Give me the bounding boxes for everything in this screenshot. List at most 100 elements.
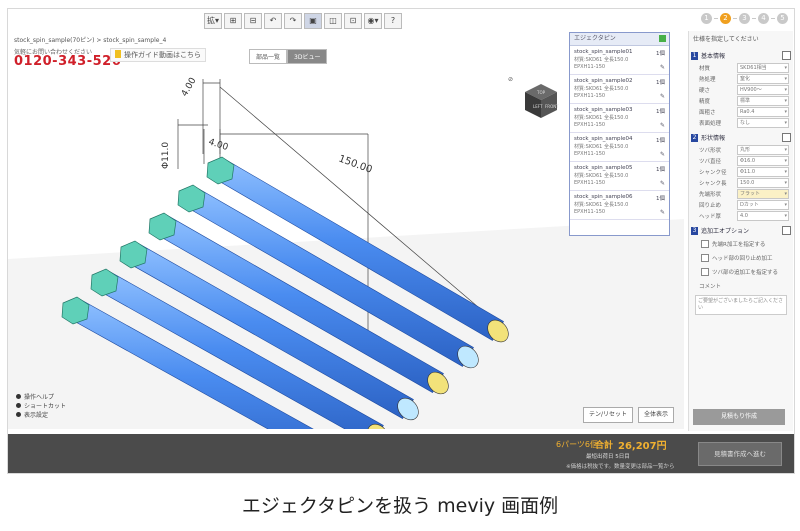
edit-icon[interactable]: ✎	[659, 151, 665, 158]
spec-select[interactable]: フラット	[737, 188, 789, 199]
spec-label: 表面処理	[699, 120, 722, 127]
pin-head[interactable]	[119, 240, 148, 269]
toolbar-button[interactable]: ◫	[324, 13, 343, 29]
step-5[interactable]: 5	[777, 13, 788, 24]
option-checkbox[interactable]: ヘッド部の回り止め加工	[689, 251, 793, 265]
legend-item-shortcut[interactable]: ショートカット	[16, 402, 66, 411]
help-icon	[16, 394, 21, 399]
spec-select[interactable]: 丸形	[737, 144, 789, 155]
pin-tip[interactable]	[363, 420, 392, 429]
check-icon[interactable]	[659, 35, 666, 42]
spec-panel-title: 仕様を指定してください	[693, 36, 759, 43]
section-label: 基本情報	[701, 53, 726, 60]
checkbox[interactable]	[701, 268, 709, 276]
option-checkbox[interactable]: ツバ部の追加工を指定する	[689, 265, 793, 279]
view-cube-icon[interactable]: LEFT FRONT TOP	[525, 84, 559, 118]
part-name: stock_spin_sample03	[574, 107, 633, 113]
spec-select[interactable]: Φ11.0	[737, 166, 789, 177]
guide-button[interactable]: 操作ガイド動画はこちら	[110, 48, 206, 62]
tab-parts-list[interactable]: 部品一覧	[249, 49, 288, 64]
toolbar-button[interactable]: ⊟	[244, 13, 263, 29]
toolbar-button[interactable]: ↷	[284, 13, 303, 29]
edit-icon[interactable]: ✎	[659, 180, 665, 187]
pin-tip[interactable]	[453, 342, 482, 372]
edit-icon[interactable]: ✎	[659, 209, 665, 216]
part-spec: 材質:SKD61 全長150.0	[574, 144, 629, 150]
spec-select[interactable]: なし	[737, 117, 789, 128]
comment-input[interactable]: ご要望がございましたらご記入ください	[695, 295, 787, 315]
toolbar-button[interactable]: ?	[384, 13, 403, 29]
section-number: 1	[691, 51, 698, 60]
toolbar-button[interactable]: ◉▾	[364, 13, 383, 29]
estimate-button[interactable]: 見積もり作成	[693, 409, 785, 425]
pin-tip[interactable]	[393, 394, 422, 424]
option-label: 先端R加工を指定する	[712, 242, 766, 248]
bottom-bar: 6パーツ6個 合計 26,207円 最短出荷日 5日目 ※価格は税抜です。数量変…	[8, 434, 794, 473]
edit-icon[interactable]: ✎	[659, 64, 665, 71]
section-toggle[interactable]	[782, 51, 791, 60]
checkbox[interactable]	[701, 254, 709, 262]
legend-item-display[interactable]: 表示設定	[16, 411, 66, 420]
toolbar-button[interactable]: 拡▾	[204, 13, 223, 29]
step-3[interactable]: 3	[739, 13, 750, 24]
spec-select[interactable]: HV900〜	[737, 84, 789, 95]
section-toggle[interactable]	[782, 226, 791, 235]
part-code: EPXH11-150	[574, 64, 606, 70]
spec-row: 熱処理窒化	[689, 73, 793, 84]
pin-head[interactable]	[177, 184, 206, 213]
edit-icon[interactable]: ✎	[659, 93, 665, 100]
pin-head[interactable]	[90, 268, 119, 297]
spec-select[interactable]: Dカット	[737, 199, 789, 210]
proceed-quote-button[interactable]: 見積書作成へ進む	[698, 442, 782, 466]
spec-select[interactable]: 4.0	[737, 210, 789, 221]
breadcrumb[interactable]: stock_spin_sample(70ピン) > stock_spin_sam…	[14, 37, 167, 44]
part-name: stock_spin_sample02	[574, 78, 633, 84]
step-connector	[752, 18, 756, 19]
tab-3d-view[interactable]: 3Dビュー	[287, 49, 328, 64]
checkbox[interactable]	[701, 240, 709, 248]
spec-select[interactable]: 窒化	[737, 73, 789, 84]
toolbar-button[interactable]: ⊞	[224, 13, 243, 29]
spec-select[interactable]: Φ16.0	[737, 155, 789, 166]
edit-icon[interactable]: ✎	[659, 122, 665, 129]
spec-select[interactable]: Ra0.4	[737, 106, 789, 117]
spec-label: 硬さ	[699, 87, 711, 94]
spec-select[interactable]: 150.0	[737, 177, 789, 188]
spec-row: 精度標準	[689, 95, 793, 106]
toolbar-button[interactable]: ⊡	[344, 13, 363, 29]
option-checkbox[interactable]: 先端R加工を指定する	[689, 237, 793, 251]
reset-view-button[interactable]: テン/リセット	[583, 407, 634, 423]
legend-item-help[interactable]: 操作ヘルプ	[16, 393, 66, 402]
spec-select[interactable]: 標準	[737, 95, 789, 106]
part-code: EPXH11-150	[574, 93, 606, 99]
price-note: ※価格は税抜です。数量変更は部品一覧から	[566, 464, 675, 470]
pin-tip[interactable]	[423, 368, 452, 398]
svg-text:TOP: TOP	[536, 90, 546, 95]
spec-select[interactable]: SKD61相当	[737, 62, 789, 73]
pin-head[interactable]	[61, 296, 90, 325]
3d-viewport[interactable]: 4.00 4.00 Φ11.0 150.00 LEFT FRONT TOP ⊘	[8, 69, 684, 429]
pin-head[interactable]	[206, 156, 235, 185]
step-4[interactable]: 4	[758, 13, 769, 24]
fit-view-button[interactable]: 全体表示	[638, 407, 675, 423]
section-toggle[interactable]	[782, 133, 791, 142]
spec-label: ツバ形状	[699, 147, 722, 154]
dim-top-label: 4.00	[180, 76, 199, 99]
pin-tip[interactable]	[483, 316, 512, 346]
toolbar-button[interactable]: ↶	[264, 13, 283, 29]
pin-head[interactable]	[148, 212, 177, 241]
toolbar-button[interactable]: ▣	[304, 13, 323, 29]
part-code: EPXH11-150	[574, 180, 606, 186]
view-tabs: 部品一覧 3Dビュー	[249, 49, 328, 64]
step-1[interactable]: 1	[701, 13, 712, 24]
step-2[interactable]: 2	[720, 13, 731, 24]
